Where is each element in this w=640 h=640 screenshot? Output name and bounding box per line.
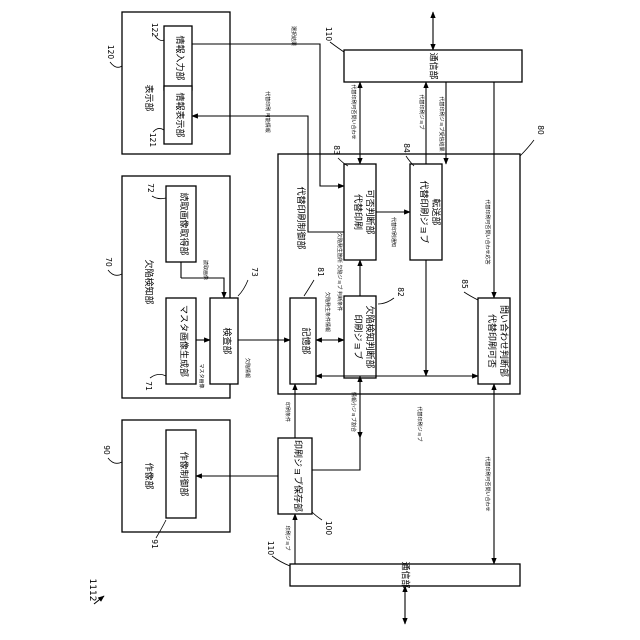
comm-bottom-label: 通信部	[400, 561, 412, 588]
figure-label: 1112	[87, 579, 97, 602]
job-info-wire-b	[312, 438, 360, 470]
sig-alt-job: 代替印刷ジョブ	[418, 94, 425, 129]
sig-alt-inquiry-top: 代替印刷可否問い合わせ	[350, 84, 357, 139]
storage-label: 記憶部	[300, 327, 312, 354]
sig-alt-inquiry-bottom: 代替印刷可否問い合わせ	[484, 456, 491, 511]
ref-110-top: 110	[324, 27, 333, 42]
transfer-label-2: 転送部	[430, 198, 442, 225]
sig-alt-receive: 代替印刷ジョブ受信結果	[438, 96, 445, 151]
defect-judge-label-1: 印刷ジョブ	[352, 314, 364, 359]
ref-73: 73	[250, 267, 259, 277]
sig-alt-notice: 代替印刷通知	[390, 217, 397, 247]
alt-judge-label-2: 可否判断部	[364, 189, 376, 234]
sig-job-info: 情報小ジョブ割合	[350, 392, 357, 432]
image-title: 作像部	[143, 462, 155, 489]
ref-110-bottom: 110	[266, 541, 275, 556]
defect-title: 欠陥検知部	[143, 259, 155, 304]
inquiry-label-1: 代替印刷可否	[486, 314, 498, 368]
ref-72: 72	[146, 183, 155, 193]
inquiry-label-2: 問い合わせ判断部	[498, 305, 510, 377]
sig-print-job: 印刷ジョブ	[284, 525, 291, 550]
ref-121: 121	[148, 133, 157, 148]
read-image-label: 読取画像取得部	[178, 192, 190, 255]
ref-85: 85	[460, 279, 469, 289]
ref-90: 90	[102, 445, 111, 455]
image-ctrl-label: 作像制御部	[178, 451, 190, 496]
sig-defect-info: 欠陥情報	[244, 358, 251, 378]
inquiry-label-full: 代替印刷可否問い合わせ判断部	[512, 306, 519, 376]
sig-defect-job-info: 欠陥発生箇所 欠陥ジョブ 判断条件	[336, 233, 343, 311]
leader-73	[238, 280, 248, 296]
ref-100: 100	[324, 521, 333, 536]
defect-judge-label-2: 欠陥検知判断部	[364, 305, 376, 368]
sig-alt-inquiry-resp: 代替印刷可否問い合わせ応答	[484, 199, 491, 264]
leader-90	[108, 458, 122, 463]
leader-120	[110, 62, 122, 67]
ref-71: 71	[144, 381, 153, 391]
transfer-label-1: 代替印刷ジョブ	[418, 180, 430, 243]
sig-print-cond: 印刷条件	[284, 402, 291, 422]
ref-80: 80	[536, 125, 545, 135]
ref-70: 70	[104, 257, 113, 267]
leader-80	[520, 140, 534, 156]
ref-84: 84	[402, 143, 411, 153]
info-input-label: 情報入力部	[174, 35, 186, 80]
leader-100	[312, 512, 322, 520]
leader-70	[108, 270, 122, 275]
sig-master-image: マスタ画像	[198, 363, 205, 388]
defect-block: 欠陥検知部 読取画像取得部 マスタ画像生成部 検査部	[122, 176, 238, 398]
comm-top-label: 通信部	[428, 52, 440, 79]
sig-alt-job2: 代替印刷ジョブ	[416, 406, 423, 441]
check-label: 検査部	[221, 327, 233, 354]
sig-defect-occurrence: 欠陥発生条件情報	[324, 292, 331, 332]
ref-83: 83	[332, 145, 341, 155]
display-title: 表示部	[143, 84, 155, 111]
leader-110-top	[330, 42, 344, 52]
display-block: 表示部 情報入力部 情報表示部	[122, 12, 230, 154]
ref-81: 81	[316, 267, 325, 277]
ref-122: 122	[150, 23, 159, 38]
leader-110-bottom	[272, 556, 290, 566]
alt-judge-label-1: 代替印刷	[352, 194, 364, 230]
job-store-label: 印刷ジョブ保存部	[292, 440, 304, 512]
master-image-label: マスタ画像生成部	[178, 305, 190, 377]
ref-82: 82	[396, 287, 405, 297]
info-display-label: 情報表示部	[174, 92, 186, 137]
ref-91: 91	[150, 539, 159, 549]
transfer-label-full: 代替印刷ジョブ転送部	[444, 187, 451, 237]
ref-120: 120	[106, 45, 115, 60]
sig-read-image: 読取画像	[202, 260, 209, 280]
alt-ctrl-title: 代替印刷制御部	[295, 186, 307, 249]
sig-judge-result: 選択結果	[290, 26, 297, 46]
defect-judge-label-full: 印刷ジョブ欠陥検知判断部	[378, 307, 385, 367]
sig-alt-print-info: 代替印刷 可能情報	[264, 91, 271, 133]
